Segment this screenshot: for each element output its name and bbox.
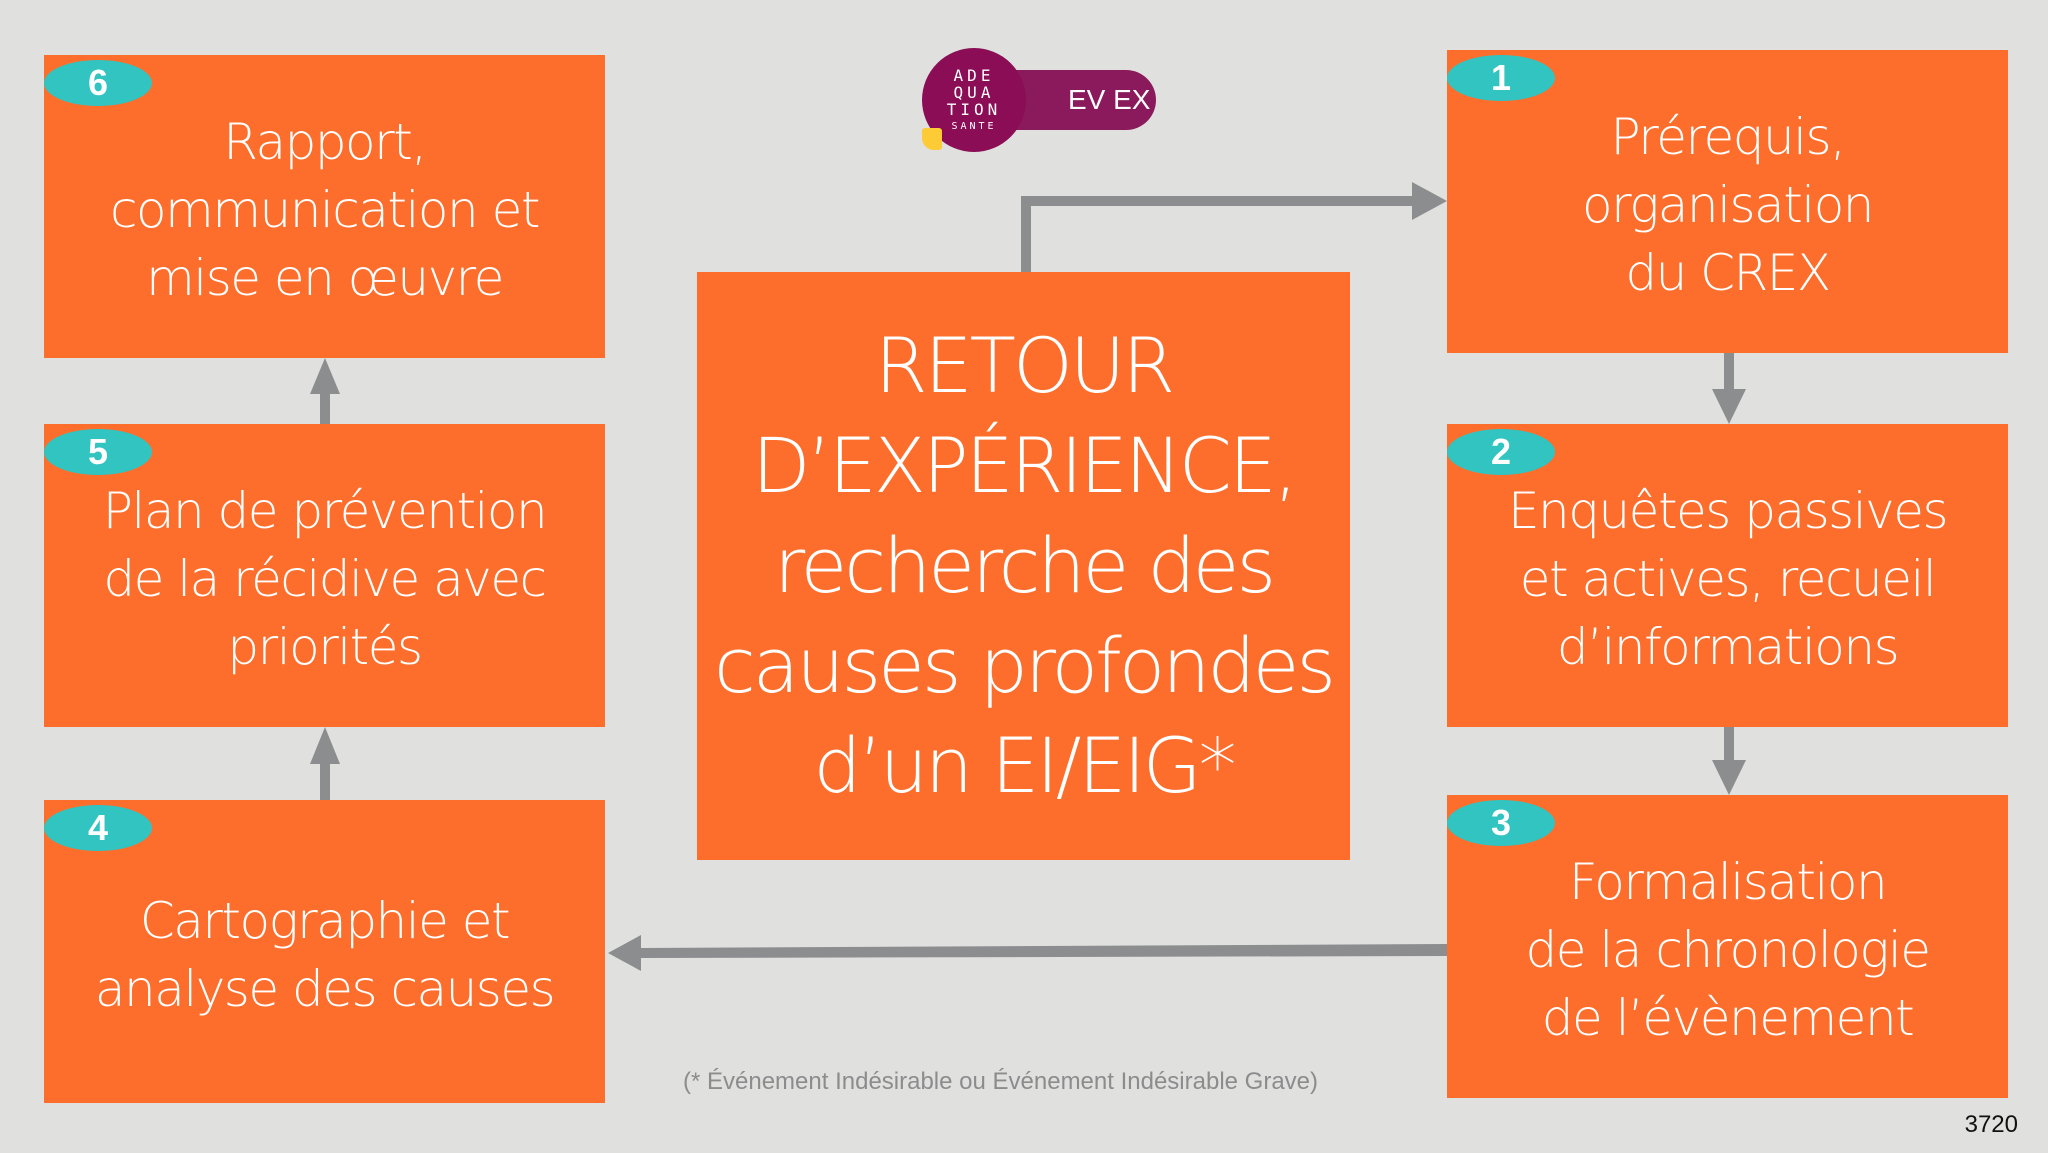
step-number-badge: 2 [1447, 429, 1555, 475]
step-box-4: 4 Cartographie et analyse des causes [44, 800, 605, 1103]
step-number-badge: 6 [44, 60, 152, 106]
step-text: Cartographie et analyse des causes [94, 891, 556, 1018]
step-text: Rapport, communication et mise en œuvre [110, 112, 540, 307]
step-number-badge: 5 [44, 429, 152, 475]
logo-sub: SANTE [951, 120, 997, 132]
center-title: RETOUR D’EXPÉRIENCE, recherche des cause… [714, 321, 1336, 810]
adequation-sante-logo: EV EX ADE QUA TION SANTE [922, 48, 1156, 158]
step-number-badge: 1 [1447, 55, 1555, 101]
center-box: RETOUR D’EXPÉRIENCE, recherche des cause… [697, 272, 1350, 860]
arrow-center-to-step1 [1021, 196, 1412, 272]
logo-corner-shape [922, 128, 942, 150]
logo-line: ADE [953, 65, 995, 85]
step-text: Formalisation de la chronologie de l’évè… [1525, 852, 1931, 1047]
step-box-5: 5 Plan de prévention de la récidive avec… [44, 424, 605, 727]
step-number-badge: 4 [44, 805, 152, 851]
step-box-2: 2 Enquêtes passives et actives, recueil … [1447, 424, 2008, 727]
logo-line: QUA [953, 82, 995, 102]
step-number-badge: 3 [1447, 800, 1555, 846]
step-box-3: 3 Formalisation de la chronologie de l’é… [1447, 795, 2008, 1098]
step-text: Plan de prévention de la récidive avec p… [102, 481, 548, 676]
step-box-1: 1 Prérequis, organisation du CREX [1447, 50, 2008, 353]
step-text: Enquêtes passives et actives, recueil d’… [1507, 481, 1949, 676]
footnote: (* Événement Indésirable ou Événement In… [683, 1068, 1319, 1095]
step-box-6: 6 Rapport, communication et mise en œuvr… [44, 55, 605, 358]
logo-line: TION [946, 99, 1002, 119]
step-text: Prérequis, organisation du CREX [1582, 107, 1874, 302]
page-number: 3720 [1964, 1111, 2018, 1138]
